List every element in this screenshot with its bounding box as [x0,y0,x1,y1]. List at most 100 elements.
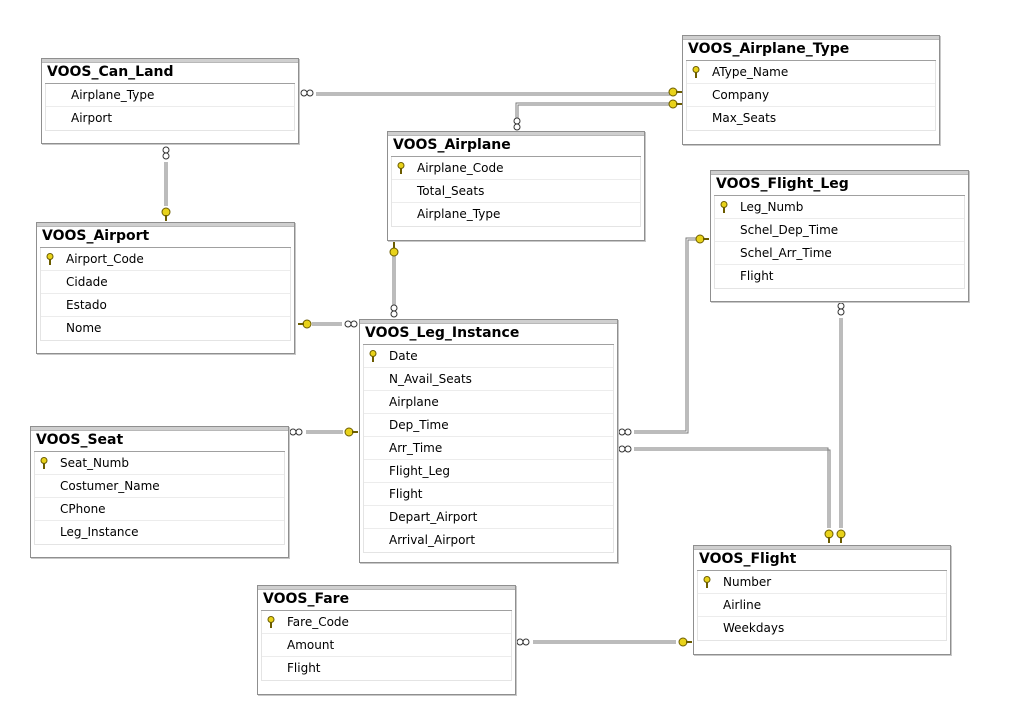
column-row[interactable]: Arrival_Airport [364,529,613,552]
column-row[interactable]: Estado [41,294,290,317]
column-name: Airline [723,598,762,612]
table-airplane-type[interactable]: VOOS_Airplane_Type AType_Name Company Ma… [682,35,940,145]
column-row[interactable]: Number [698,571,946,594]
column-name: Depart_Airport [389,510,478,524]
column-row[interactable]: Weekdays [698,617,946,640]
column-row[interactable]: Flight [715,265,964,288]
table-leg-instance[interactable]: VOOS_Leg_Instance Date N_Avail_Seats Air… [359,319,618,563]
table-title: VOOS_Airport [40,225,291,248]
column-row[interactable]: AType_Name [687,61,935,84]
column-row[interactable]: Costumer_Name [35,475,284,498]
key-icon [369,350,377,362]
column-name: Date [389,349,418,363]
column-row[interactable]: Airport [46,107,294,130]
key-icon [703,576,711,588]
column-name: Total_Seats [417,184,485,198]
column-name: Dep_Time [389,418,449,432]
column-name: AType_Name [712,65,789,79]
column-name: N_Avail_Seats [389,372,472,386]
column-name: Fare_Code [287,615,349,629]
column-name: Cidade [66,275,108,289]
column-name: Arrival_Airport [389,533,476,547]
column-row[interactable]: Max_Seats [687,107,935,130]
column-name: Amount [287,638,335,652]
key-icon [397,162,405,174]
column-name: Schel_Dep_Time [740,223,839,237]
table-seat[interactable]: VOOS_Seat Seat_Numb Costumer_Name CPhone… [30,426,289,558]
column-row[interactable]: Total_Seats [392,180,640,203]
column-name: CPhone [60,502,106,516]
column-row[interactable]: Flight [262,657,511,680]
column-row[interactable]: Seat_Numb [35,452,284,475]
column-name: Seat_Numb [60,456,129,470]
column-name: Airport [71,111,113,125]
column-row[interactable]: Flight [364,483,613,506]
column-name: Flight_Leg [389,464,450,478]
table-airport[interactable]: VOOS_Airport Airport_Code Cidade Estado … [36,222,295,354]
column-name: Company [712,88,770,102]
column-row[interactable]: Fare_Code [262,611,511,634]
link-leginstance-flightleg [634,237,697,432]
column-name: Airplane [389,395,439,409]
column-name: Nome [66,321,102,335]
link-leginstance-flight [634,447,829,528]
key-icon [692,66,700,78]
table-title: VOOS_Leg_Instance [363,322,614,345]
key-icon [267,616,275,628]
table-title: VOOS_Airplane [391,134,641,157]
column-row[interactable]: Airplane_Code [392,157,640,180]
column-row[interactable]: Nome [41,317,290,340]
column-name: Number [723,575,772,589]
column-row[interactable]: Flight_Leg [364,460,613,483]
column-row[interactable]: Airport_Code [41,248,290,271]
column-row[interactable]: Schel_Dep_Time [715,219,964,242]
column-name: Weekdays [723,621,785,635]
table-fare[interactable]: VOOS_Fare Fare_Code Amount Flight [257,585,516,695]
column-row[interactable]: Leg_Instance [35,521,284,544]
column-row[interactable]: Leg_Numb [715,196,964,219]
column-name: Flight [740,269,774,283]
column-row[interactable]: Airplane_Type [392,203,640,226]
column-name: Flight [389,487,423,501]
column-row[interactable]: Airline [698,594,946,617]
column-name: Airplane_Code [417,161,504,175]
column-row[interactable]: Depart_Airport [364,506,613,529]
table-title: VOOS_Flight_Leg [714,173,965,196]
column-name: Costumer_Name [60,479,160,493]
table-can-land[interactable]: VOOS_Can_Land Airplane_Type Airport [41,58,299,144]
column-row[interactable]: Date [364,345,613,368]
column-name: Airplane_Type [417,207,501,221]
table-title: VOOS_Seat [34,429,285,452]
column-row[interactable]: Schel_Arr_Time [715,242,964,265]
key-icon [46,253,54,265]
key-icon [720,201,728,213]
key-icon [40,457,48,469]
table-title: VOOS_Fare [261,588,512,611]
column-row[interactable]: Cidade [41,271,290,294]
column-name: Schel_Arr_Time [740,246,832,260]
column-row[interactable]: Arr_Time [364,437,613,460]
column-name: Airplane_Type [71,88,155,102]
table-airplane[interactable]: VOOS_Airplane Airplane_Code Total_Seats … [387,131,645,241]
column-name: Flight [287,661,321,675]
column-name: Airport_Code [66,252,144,266]
table-title: VOOS_Airplane_Type [686,38,936,61]
link-airplane-airplanetype [515,102,670,118]
column-row[interactable]: Company [687,84,935,107]
column-row[interactable]: N_Avail_Seats [364,368,613,391]
column-name: Arr_Time [389,441,443,455]
column-row[interactable]: CPhone [35,498,284,521]
column-name: Leg_Instance [60,525,139,539]
column-row[interactable]: Airplane_Type [46,84,294,107]
column-row[interactable]: Dep_Time [364,414,613,437]
column-row[interactable]: Airplane [364,391,613,414]
table-flight[interactable]: VOOS_Flight Number Airline Weekdays [693,545,951,655]
table-title: VOOS_Flight [697,548,947,571]
table-title: VOOS_Can_Land [45,61,295,84]
column-name: Estado [66,298,107,312]
column-row[interactable]: Amount [262,634,511,657]
column-name: Leg_Numb [740,200,804,214]
column-name: Max_Seats [712,111,777,125]
table-flight-leg[interactable]: VOOS_Flight_Leg Leg_Numb Schel_Dep_Time … [710,170,969,302]
